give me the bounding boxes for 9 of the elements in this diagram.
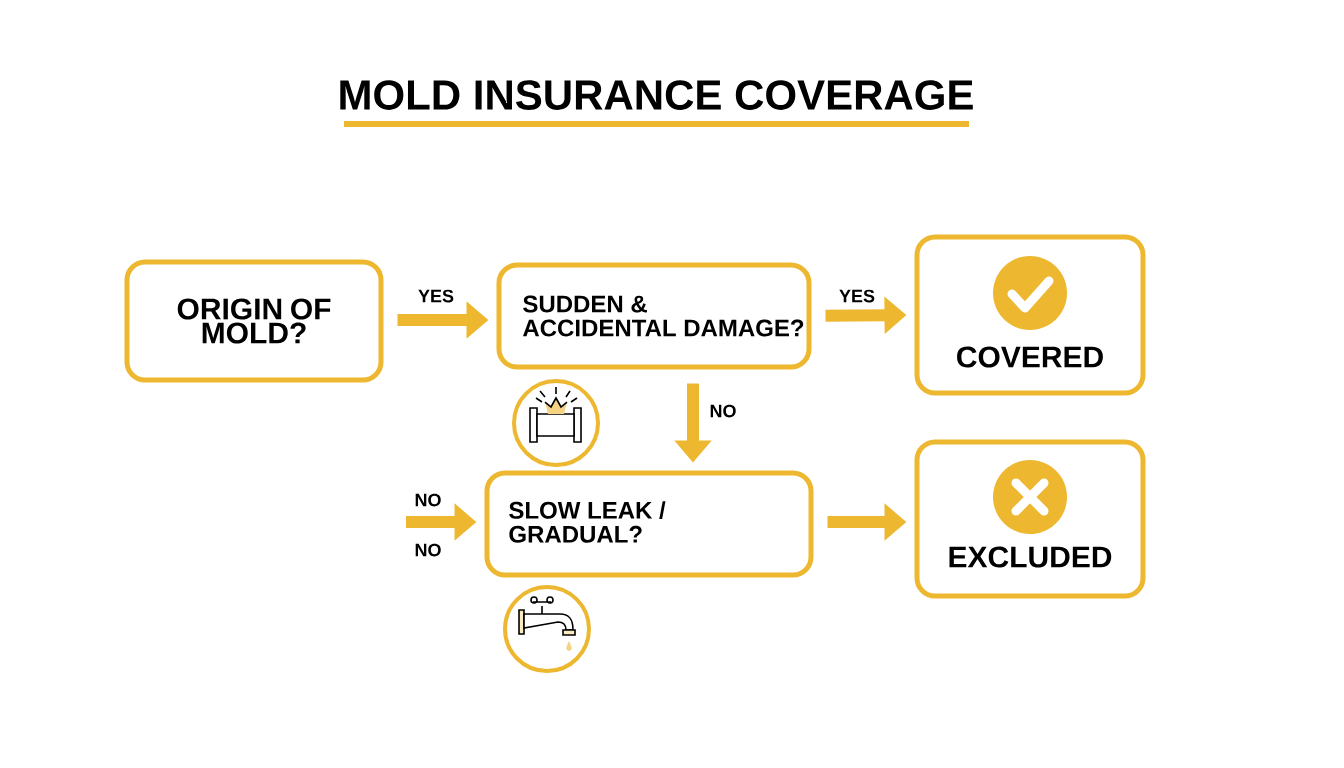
question-box: SLOW LEAK / GRADUAL? (484, 470, 814, 578)
question-box: SUDDEN & ACCIDENTAL DAMAGE? (496, 262, 812, 370)
edge-label: YES (837, 287, 877, 305)
title: MOLD INSURANCE COVERAGE (340, 80, 973, 110)
edge-label: NO (707, 402, 739, 420)
branch-label: NO (412, 541, 444, 559)
edge-label: YES (416, 287, 456, 305)
edge-label: NO (412, 491, 444, 509)
question-box: ORIGIN OF MOLD? (124, 259, 384, 383)
